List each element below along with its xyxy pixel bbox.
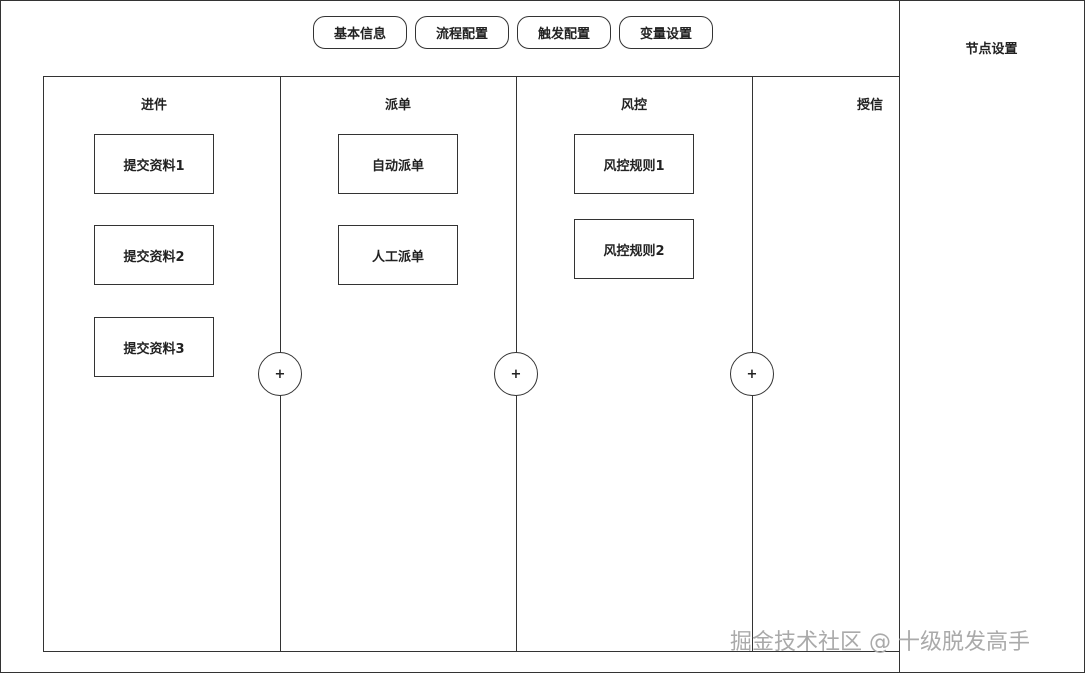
column-title-credit-grant: 授信 (856, 98, 883, 113)
tab-process-config[interactable]: 流程配置 (415, 16, 509, 49)
top-tab-bar: 基本信息 流程配置 触发配置 变量设置 (313, 16, 713, 49)
tab-variable-settings[interactable]: 变量设置 (619, 16, 713, 49)
column-title-dispatch: 派单 (384, 98, 411, 113)
watermark-text: 掘金技术社区 @ 十级脱发高手 (730, 630, 1030, 655)
node-auto-dispatch[interactable]: 自动派单 (338, 134, 458, 194)
add-stage-button[interactable]: + (494, 352, 538, 396)
node-submit-materials-1[interactable]: 提交资料1 (94, 134, 214, 194)
add-stage-button[interactable]: + (258, 352, 302, 396)
node-submit-materials-2[interactable]: 提交资料2 (94, 225, 214, 285)
flow-board (43, 76, 900, 652)
column-title-intake: 进件 (140, 98, 167, 113)
add-stage-button[interactable]: + (730, 352, 774, 396)
node-submit-materials-3[interactable]: 提交资料3 (94, 317, 214, 377)
node-risk-rule-1[interactable]: 风控规则1 (574, 134, 694, 194)
column-title-risk-control: 风控 (620, 98, 647, 113)
tab-trigger-config[interactable]: 触发配置 (517, 16, 611, 49)
node-risk-rule-2[interactable]: 风控规则2 (574, 219, 694, 279)
side-panel-divider (899, 0, 900, 673)
tab-basic-info[interactable]: 基本信息 (313, 16, 407, 49)
side-panel-title: 节点设置 (965, 42, 1018, 57)
node-manual-dispatch[interactable]: 人工派单 (338, 225, 458, 285)
